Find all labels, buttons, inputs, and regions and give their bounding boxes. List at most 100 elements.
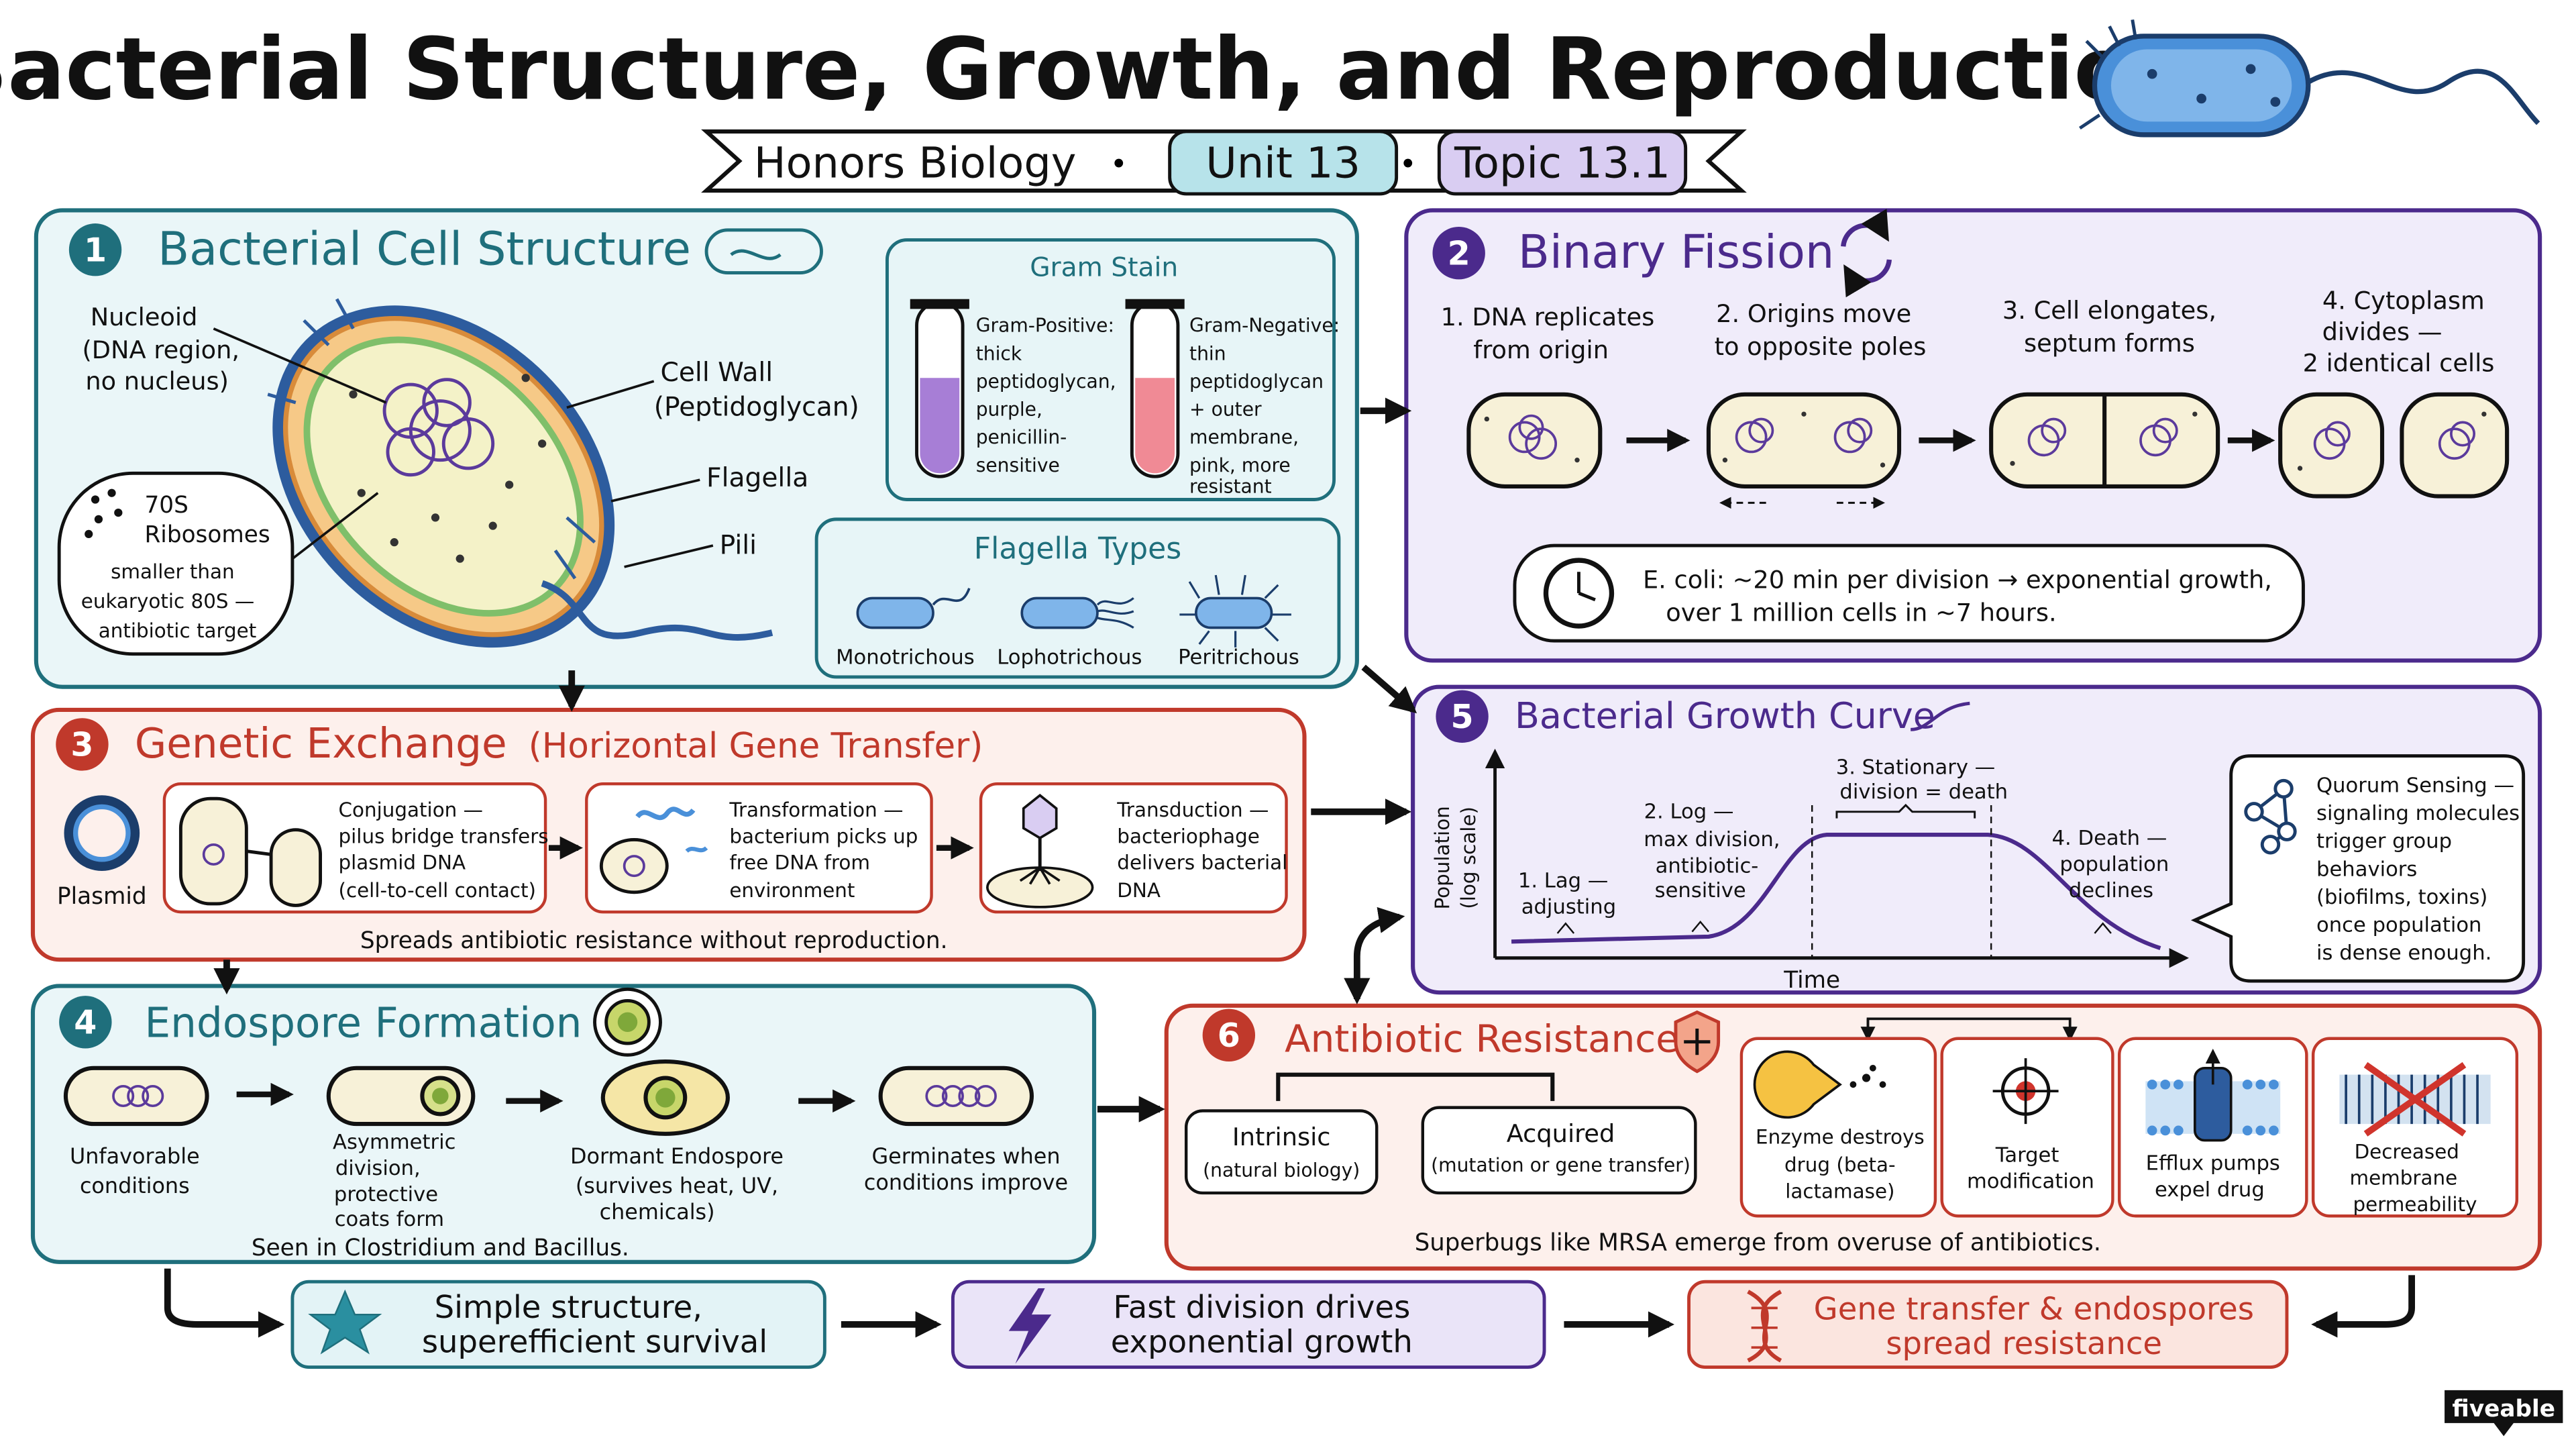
conjugation-box: Conjugation — pilus bridge transfers pla… [162,782,549,914]
panel-antibiotic-resistance: 6 Antibiotic Resistance Intrinsic (natur… [1164,1003,2542,1271]
monotrichous-label: Monotrichous [836,645,975,669]
endospore-icon [593,987,662,1057]
panel-title: Binary Fission [1518,225,1835,279]
svg-text:(mutation or gene transfer): (mutation or gene transfer) [1431,1154,1690,1176]
panel-number: 5 [1451,698,1474,736]
growth-chart: Population(log scale) Time 1. Lag —adjus… [1431,748,2190,994]
gram-negative-text: Gram-Negative: thin peptidoglycan + oute… [1189,315,1346,498]
gram-positive-tube-icon [910,299,969,478]
intrinsic-box: Intrinsic (natural biology) [1184,1109,1379,1195]
gram-negative-tube-icon [1125,299,1185,478]
svg-text:70S Ribosomes: 70S Ribosomes [145,492,270,548]
phase-log: 2. Log —max division,antibiotic-sensitiv… [1644,800,1780,903]
dna-icon [1747,1290,1782,1363]
separator-dot: • [1110,148,1128,182]
separator-dot: • [1399,148,1417,182]
summary-card-1: Simple structure,superefficient survival [290,1280,826,1369]
svg-text:smaller than eukaryotic: smaller than eukaryotic 80S — antibiotic… [81,560,261,642]
fission-dots [1484,411,2487,471]
panel-title: Bacterial Growth Curve [1515,694,1935,737]
efflux-pump-icon [2145,1048,2281,1142]
flow-arrows [164,397,2415,1338]
svg-text:Quorum Sensing — signali: Quorum Sensing — signaling molecules tri… [2316,774,2526,965]
panel-number: 2 [1448,234,1470,272]
panel-number: 3 [70,726,93,764]
cycle-icon [1841,209,1892,298]
star-icon [308,1289,382,1355]
cell-wall-label: Cell Wall (Peptidoglycan) [654,358,859,422]
svg-text:Transduction — bacteriop: Transduction — bacteriophage delivers ba… [1116,798,1293,902]
endospore-cells [63,1059,1034,1136]
phase-lag: 1. Lag —adjusting [1518,869,1616,919]
panel-growth-curve: 5 Bacterial Growth Curve Population(log … [1411,684,2542,995]
growth-curve-line [1511,833,2161,950]
course-label: Honors Biology [754,138,1077,188]
network-icon [2244,778,2297,855]
svg-text:Simple structure,superefficien: Simple structure,superefficient survival [422,1289,767,1359]
ribosome-dots [349,374,547,563]
flagella-label: Flagella [706,463,808,493]
plasmid-label: Plasmid [57,883,147,910]
panel-number: 6 [1218,1017,1240,1055]
fission-step-3: 3. Cell elongates,septum forms [2002,296,2216,358]
pili-label: Pili [720,530,757,560]
brand-text: fiveable [2452,1396,2555,1422]
header-ribbon: Honors Biology • Unit 13 • Topic 13.1 [701,129,1747,196]
main-title: Bacterial Structure, Growth, and Reprodu… [0,20,2193,119]
ribosome-bubble: 70S Ribosomes smaller than eukaryotic 80… [57,471,379,656]
genetic-exchange-footer: Spreads antibiotic resistance without re… [360,927,948,954]
enzyme-icon [1753,1050,1842,1119]
quorum-sensing-bubble: Quorum Sensing — signaling molecules tri… [2190,754,2526,983]
lophotrichous-icon [1020,597,1134,629]
panel-title: Genetic Exchange (Horizontal Gene Transf… [135,720,983,768]
clock-icon [1543,558,1615,629]
gram-stain-box: Gram Stain Gram-Positive: thick peptidog… [885,238,1346,501]
endospore-step-3: Dormant Endospore(survives heat, UV,chem… [570,1143,784,1225]
topic-badge: Topic 13.1 [1454,138,1670,188]
svg-text:Monotrichous Lophotricho: Monotrichous Lophotrichous Peritrichous [836,645,1299,669]
transformation-box: Transformation — bacterium picks up free… [585,782,933,914]
bacteriophage-icon [986,793,1094,909]
panel-number: 4 [74,1003,97,1041]
flagella-types-box: Flagella Types Monotrichous Lophotrichou… [814,517,1341,679]
fiveable-logo: fiveable [2445,1390,2563,1437]
panel-number: 1 [84,231,107,269]
gram-stain-title: Gram Stain [1030,252,1178,282]
panel-title: Bacterial Cell Structure [158,222,691,276]
plasmid-icon [64,795,140,871]
target-icon [1992,1058,2059,1125]
curve-icon [1910,701,1970,731]
peritrichous-label: Peritrichous [1178,645,1299,669]
peritrichous-icon [1179,574,1291,647]
endospore-footer: Seen in Clostridium and Bacillus. [252,1235,629,1261]
flagella-types-title: Flagella Types [974,532,1181,566]
membrane-icon [2339,1061,2491,1137]
gram-positive-text: Gram-Positive: thick peptidoglycan, purp… [976,315,1122,476]
header-bacterium-icon [2079,19,2540,138]
y-axis-label: Population(log scale) [1431,806,1480,909]
unit-badge: Unit 13 [1205,138,1360,188]
svg-text:Acquired: Acquired [1507,1119,1615,1148]
lophotrichous-label: Lophotrichous [997,645,1142,669]
ecoli-note: E. coli: ~20 min per division → exponent… [1513,543,2305,643]
panel-cell-structure: 1 Bacterial Cell Structure Nucleoid (DNA… [34,208,1359,689]
